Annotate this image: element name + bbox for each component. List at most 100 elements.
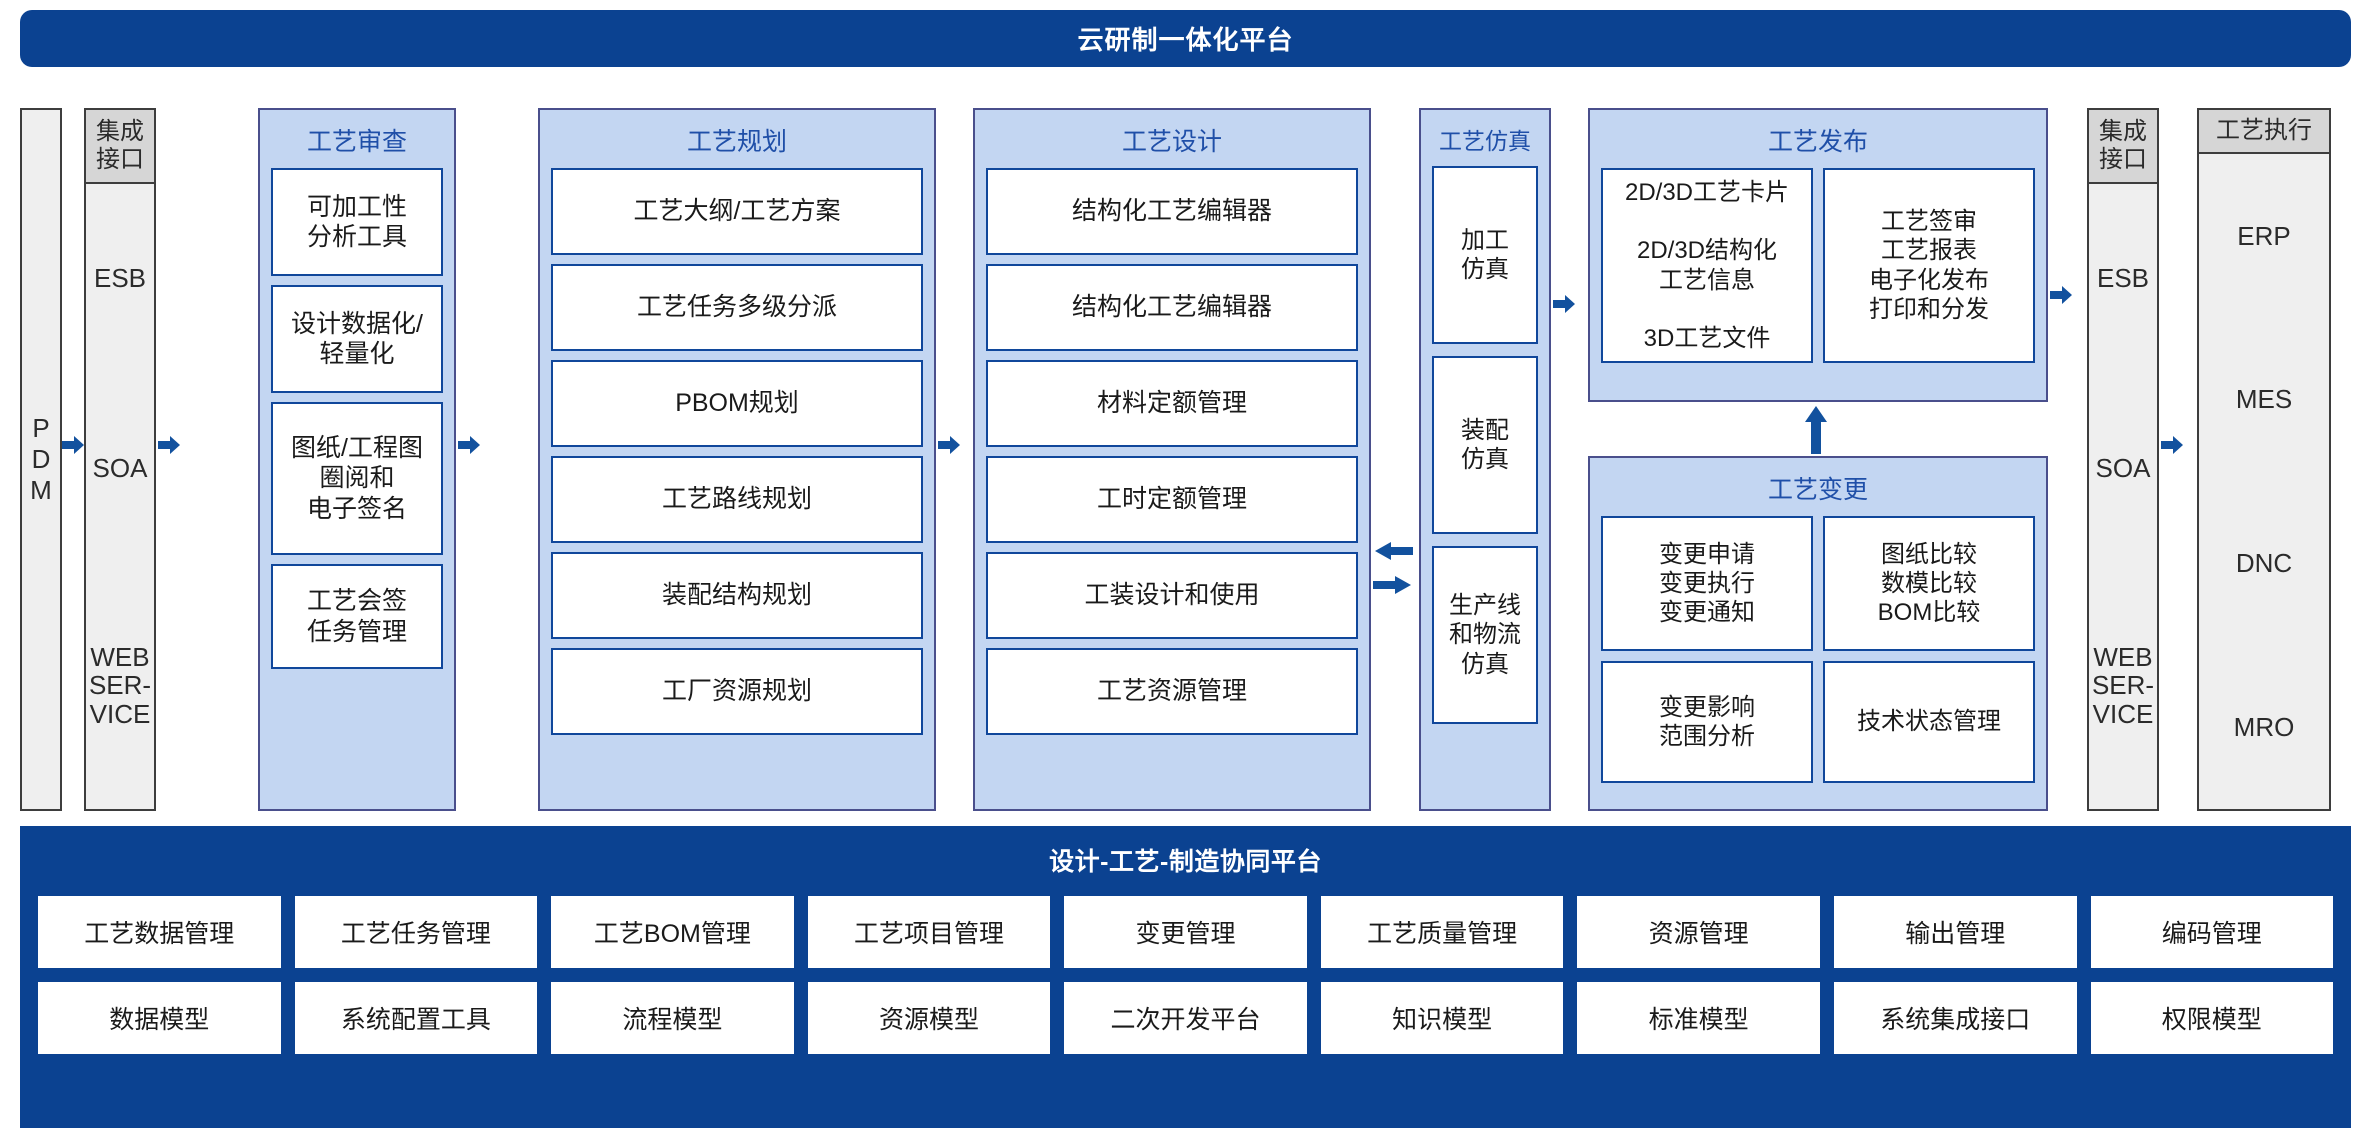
arrow-planning-to-design: [938, 434, 960, 456]
stage-process-planning-cards: 工艺大纲/工艺方案 工艺任务多级分派 PBOM规划 工艺路线规划 装配结构规划 …: [540, 168, 934, 746]
process-execution-body: ERP MES DNC MRO: [2199, 154, 2329, 809]
platform-module-process-quality[interactable]: 工艺质量管理: [1320, 896, 1564, 968]
stage-process-design[interactable]: 工艺设计 结构化工艺编辑器 结构化工艺编辑器 材料定额管理 工时定额管理 工装设…: [973, 108, 1371, 811]
platform-module-process-data[interactable]: 工艺数据管理: [38, 896, 281, 968]
stage-process-simulation-cards: 加工 仿真 装配 仿真 生产线 和物流 仿真: [1421, 166, 1549, 735]
platform-module-resource[interactable]: 资源管理: [1577, 896, 1820, 968]
platform-module-process-task[interactable]: 工艺任务管理: [294, 896, 538, 968]
arrow-integration-to-review: [158, 434, 180, 456]
pdm-column[interactable]: P D M: [20, 108, 62, 811]
platform-module-change[interactable]: 变更管理: [1064, 896, 1307, 968]
stage-process-review-title: 工艺审查: [306, 128, 407, 156]
card-process-resource-mgmt[interactable]: 工艺资源管理: [986, 648, 1358, 735]
stage-process-planning[interactable]: 工艺规划 工艺大纲/工艺方案 工艺任务多级分派 PBOM规划 工艺路线规划 装配…: [538, 108, 936, 811]
platform-model-permission[interactable]: 权限模型: [2090, 982, 2334, 1054]
integration-right-item-esb: ESB: [2096, 263, 2150, 294]
platform-module-process-bom[interactable]: 工艺BOM管理: [551, 896, 794, 968]
integration-left-head: 集成 接口: [86, 110, 154, 184]
platform-module-output[interactable]: 输出管理: [1833, 896, 2077, 968]
stage-process-design-title: 工艺设计: [1121, 128, 1222, 156]
stage-process-review-cards: 可加工性 分析工具 设计数据化/ 轻量化 图纸/工程图 圈阅和 电子签名 工艺会…: [260, 168, 454, 680]
card-labor-hour-quota-mgmt[interactable]: 工时定额管理: [986, 456, 1358, 543]
card-pbom-planning[interactable]: PBOM规划: [551, 360, 923, 447]
platform-model-data[interactable]: 数据模型: [38, 982, 281, 1054]
execution-item-mro: MRO: [2233, 711, 2295, 742]
pdm-letter-2: D: [31, 444, 51, 475]
card-process-outline-scheme[interactable]: 工艺大纲/工艺方案: [551, 168, 923, 255]
card-design-digitization[interactable]: 设计数据化/ 轻量化: [271, 285, 443, 393]
stage-process-planning-title: 工艺规划: [686, 128, 787, 156]
integration-left-item-webservice: WEB SER- VICE: [88, 641, 152, 730]
pdm-label: P D M: [30, 413, 52, 505]
card-structured-process-editor-1[interactable]: 结构化工艺编辑器: [986, 168, 1358, 255]
card-change-request-exec-notice[interactable]: 变更申请 变更执行 变更通知: [1601, 516, 1813, 651]
architecture-band: P D M 集成 接口 ESB SOA WEB SER- VICE: [0, 108, 2371, 811]
group-process-change-title: 工艺变更: [1767, 476, 1868, 504]
platform-model-system-config-tool[interactable]: 系统配置工具: [294, 982, 538, 1054]
platform-row-models: 数据模型 系统配置工具 流程模型 资源模型 二次开发平台 知识模型 标准模型 系…: [20, 982, 2351, 1054]
group-process-change[interactable]: 工艺变更 变更申请 变更执行 变更通知 图纸比较 数模比较 BOM比较 变更影响…: [1588, 456, 2048, 811]
arrow-review-to-planning: [458, 434, 480, 456]
platform-title: 设计-工艺-制造协同平台: [1049, 848, 1322, 876]
arrow-simulation-to-publish: [1553, 293, 1575, 315]
publish-card-pair: 2D/3D工艺卡片 2D/3D结构化 工艺信息 3D工艺文件 工艺签审 工艺报表…: [1590, 168, 2046, 374]
integration-left-item-esb: ESB: [93, 263, 147, 294]
card-assembly-simulation[interactable]: 装配 仿真: [1432, 356, 1538, 534]
integration-right-body: ESB SOA WEB SER- VICE: [2089, 184, 2157, 809]
arrow-design-to-simulation: [1373, 574, 1413, 596]
card-2d3d-process-card[interactable]: 2D/3D工艺卡片 2D/3D结构化 工艺信息 3D工艺文件: [1601, 168, 1813, 363]
execution-item-erp: ERP: [2237, 220, 2291, 251]
integration-right-item-soa: SOA: [2095, 452, 2151, 483]
card-countersign-task-mgmt[interactable]: 工艺会签 任务管理: [271, 564, 443, 669]
platform-row-modules: 工艺数据管理 工艺任务管理 工艺BOM管理 工艺项目管理 变更管理 工艺质量管理…: [20, 896, 2351, 968]
platform-model-standard[interactable]: 标准模型: [1577, 982, 1820, 1054]
process-execution-head: 工艺执行: [2199, 110, 2329, 154]
card-assembly-structure-planning[interactable]: 装配结构规划: [551, 552, 923, 639]
execution-item-dnc: DNC: [2235, 548, 2293, 579]
page-title: 云研制一体化平台: [1077, 25, 1294, 55]
platform-module-coding[interactable]: 编码管理: [2090, 896, 2334, 968]
card-production-line-logistics-simulation[interactable]: 生产线 和物流 仿真: [1432, 546, 1538, 724]
collaboration-platform-panel: 设计-工艺-制造协同平台 工艺数据管理 工艺任务管理 工艺BOM管理 工艺项目管…: [20, 826, 2351, 1128]
stage-process-design-cards: 结构化工艺编辑器 结构化工艺编辑器 材料定额管理 工时定额管理 工装设计和使用 …: [975, 168, 1369, 746]
integration-right-item-webservice: WEB SER- VICE: [2091, 641, 2155, 730]
stage-process-simulation-title: 工艺仿真: [1439, 128, 1531, 154]
platform-model-system-integration-api[interactable]: 系统集成接口: [1833, 982, 2077, 1054]
card-process-signoff-report[interactable]: 工艺签审 工艺报表 电子化发布 打印和分发: [1823, 168, 2035, 363]
integration-left-item-soa: SOA: [92, 452, 148, 483]
platform-model-process[interactable]: 流程模型: [551, 982, 794, 1054]
group-process-publish[interactable]: 工艺发布 2D/3D工艺卡片 2D/3D结构化 工艺信息 3D工艺文件 工艺签审…: [1588, 108, 2048, 402]
card-factory-resource-planning[interactable]: 工厂资源规划: [551, 648, 923, 735]
stage-process-simulation[interactable]: 工艺仿真 加工 仿真 装配 仿真 生产线 和物流 仿真: [1419, 108, 1551, 811]
card-process-route-planning[interactable]: 工艺路线规划: [551, 456, 923, 543]
process-execution-column[interactable]: 工艺执行 ERP MES DNC MRO: [2197, 108, 2331, 811]
arrow-pdm-to-integration: [62, 434, 84, 456]
platform-header-banner: 云研制一体化平台: [20, 10, 2351, 67]
stage-process-review[interactable]: 工艺审查 可加工性 分析工具 设计数据化/ 轻量化 图纸/工程图 圈阅和 电子签…: [258, 108, 456, 811]
integration-interface-right-column[interactable]: 集成 接口 ESB SOA WEB SER- VICE: [2087, 108, 2159, 811]
card-machinability-analysis[interactable]: 可加工性 分析工具: [271, 168, 443, 276]
platform-module-process-project[interactable]: 工艺项目管理: [807, 896, 1051, 968]
card-multilevel-task-assign[interactable]: 工艺任务多级分派: [551, 264, 923, 351]
card-change-impact-analysis[interactable]: 变更影响 范围分析: [1601, 661, 1813, 783]
platform-model-knowledge[interactable]: 知识模型: [1320, 982, 1564, 1054]
card-machining-simulation[interactable]: 加工 仿真: [1432, 166, 1538, 344]
integration-interface-left-column[interactable]: 集成 接口 ESB SOA WEB SER- VICE: [84, 108, 156, 811]
card-drawing-model-bom-compare[interactable]: 图纸比较 数模比较 BOM比较: [1823, 516, 2035, 651]
arrow-integration-to-execution: [2161, 434, 2183, 456]
platform-model-secondary-dev[interactable]: 二次开发平台: [1064, 982, 1307, 1054]
change-card-grid: 变更申请 变更执行 变更通知 图纸比较 数模比较 BOM比较 变更影响 范围分析…: [1590, 516, 2046, 794]
card-material-quota-mgmt[interactable]: 材料定额管理: [986, 360, 1358, 447]
pdm-column-body: P D M: [22, 110, 60, 809]
arrow-change-to-publish: [1803, 404, 1829, 454]
card-tooling-design-use[interactable]: 工装设计和使用: [986, 552, 1358, 639]
card-configuration-status-mgmt[interactable]: 技术状态管理: [1823, 661, 2035, 783]
integration-right-head: 集成 接口: [2089, 110, 2157, 184]
platform-model-resource[interactable]: 资源模型: [807, 982, 1051, 1054]
arrow-publish-to-integration: [2050, 284, 2072, 306]
card-structured-process-editor-2[interactable]: 结构化工艺编辑器: [986, 264, 1358, 351]
execution-item-mes: MES: [2235, 384, 2293, 415]
pdm-letter-1: P: [32, 413, 50, 444]
card-drawing-markup-esign[interactable]: 图纸/工程图 圈阅和 电子签名: [271, 402, 443, 555]
pdm-letter-3: M: [30, 474, 52, 505]
